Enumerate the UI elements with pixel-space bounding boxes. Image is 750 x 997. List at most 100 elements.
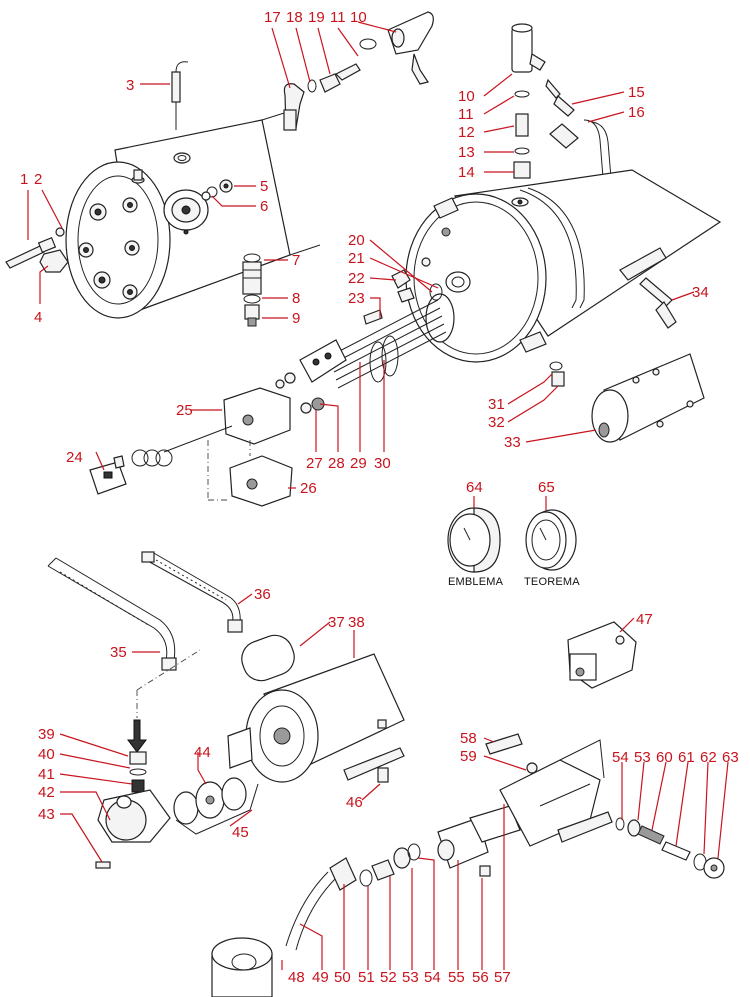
lower-boiler-fittings: [549, 277, 677, 387]
small-boiler: [591, 353, 705, 443]
callout-8: 8: [292, 290, 300, 307]
callout-49: 49: [312, 969, 329, 986]
callout-58: 58: [460, 730, 477, 747]
callout-19: 19: [308, 9, 325, 26]
heating-element-tip: [5, 227, 65, 269]
callout-46: 46: [346, 794, 363, 811]
callout-12: 12: [458, 124, 475, 141]
heating-element: [275, 293, 455, 414]
gauge-caption-emblema: EMBLEMA: [448, 576, 504, 588]
callout-48: 48: [288, 969, 305, 986]
small-fittings: [201, 179, 233, 201]
callout-60: 60: [656, 749, 673, 766]
inlet-solenoid: [437, 805, 521, 877]
callout-leaders: [27, 21, 729, 970]
callout-44: 44: [194, 744, 211, 761]
callout-20: 20: [348, 232, 365, 249]
gauge-teorema: [525, 509, 577, 571]
element-covers: [89, 387, 293, 507]
callout-7: 7: [292, 252, 300, 269]
callout-54-right: 54: [612, 749, 629, 766]
callout-4: 4: [34, 309, 42, 326]
callout-29: 29: [350, 455, 367, 472]
callout-28: 28: [328, 455, 345, 472]
check-valve-parts: [615, 817, 725, 879]
callout-24: 24: [66, 449, 83, 466]
callout-3: 3: [126, 77, 134, 94]
callout-18: 18: [286, 9, 303, 26]
callout-10-top: 10: [350, 9, 367, 26]
callout-42: 42: [38, 784, 55, 801]
callout-45: 45: [232, 824, 249, 841]
callout-43: 43: [38, 806, 55, 823]
callout-6: 6: [260, 198, 268, 215]
steam-valve-assembly: [511, 23, 631, 201]
callout-23: 23: [348, 290, 365, 307]
callout-53-bottom: 53: [402, 969, 419, 986]
gauge-emblema: [447, 507, 501, 573]
callout-labels: 1 2 3 4 5 6 7 8 9 10 10 11 11 12 13 14 1…: [20, 9, 739, 986]
callout-14: 14: [458, 164, 475, 181]
pump-motor: [227, 634, 405, 783]
callout-35: 35: [110, 644, 127, 661]
callout-36: 36: [254, 586, 271, 603]
callout-47: 47: [636, 611, 653, 628]
boiler-left: [65, 107, 321, 319]
callout-30: 30: [374, 455, 391, 472]
callout-53-right: 53: [634, 749, 651, 766]
callout-16: 16: [628, 104, 645, 121]
inlet-fittings: [329, 843, 421, 891]
callout-41: 41: [38, 766, 55, 783]
boiler-fittings: [391, 269, 443, 303]
callout-25: 25: [176, 402, 193, 419]
callout-61: 61: [678, 749, 695, 766]
callout-11-valve: 11: [458, 106, 474, 123]
callout-52: 52: [380, 969, 397, 986]
motor-bolt: [377, 767, 389, 783]
callout-64: 64: [466, 479, 483, 496]
callout-59: 59: [460, 748, 477, 765]
callout-2: 2: [34, 171, 42, 188]
callout-54-bottom: 54: [424, 969, 441, 986]
callout-26: 26: [300, 480, 317, 497]
callout-10-valve: 10: [458, 88, 475, 105]
callout-56: 56: [472, 969, 489, 986]
level-probe: [171, 61, 189, 130]
callout-62: 62: [700, 749, 717, 766]
callout-55: 55: [448, 969, 465, 986]
callout-11-top: 11: [330, 9, 346, 26]
callout-32: 32: [488, 414, 505, 431]
callout-9: 9: [292, 310, 300, 327]
callout-15: 15: [628, 84, 645, 101]
water-tank: [211, 937, 273, 997]
callout-65: 65: [538, 479, 555, 496]
solenoid-valve-group: [567, 621, 637, 689]
vacuum-valve: [242, 253, 262, 327]
callout-31: 31: [488, 396, 505, 413]
callout-50: 50: [334, 969, 351, 986]
valve-block: [485, 733, 613, 847]
callout-33: 33: [504, 434, 521, 451]
callout-57: 57: [494, 969, 511, 986]
callout-27: 27: [306, 455, 323, 472]
elbow-and-connectors: [283, 11, 434, 131]
callout-5: 5: [260, 178, 268, 195]
gauge-captions: EMBLEMA TEOREMA: [448, 576, 580, 588]
callout-21: 21: [348, 250, 365, 267]
callout-1: 1: [20, 171, 28, 188]
callout-37: 37: [328, 614, 345, 631]
inlet-tube: [285, 871, 337, 951]
callout-17: 17: [264, 9, 281, 26]
braided-hoses: [47, 551, 243, 671]
callout-34: 34: [692, 284, 709, 301]
callout-38: 38: [348, 614, 365, 631]
callout-13: 13: [458, 144, 475, 161]
gauge-caption-teorema: TEOREMA: [524, 576, 580, 588]
main-boiler: [405, 169, 722, 363]
callout-51: 51: [358, 969, 375, 986]
callout-63: 63: [722, 749, 739, 766]
callout-39: 39: [38, 726, 55, 743]
callout-22: 22: [348, 270, 365, 287]
